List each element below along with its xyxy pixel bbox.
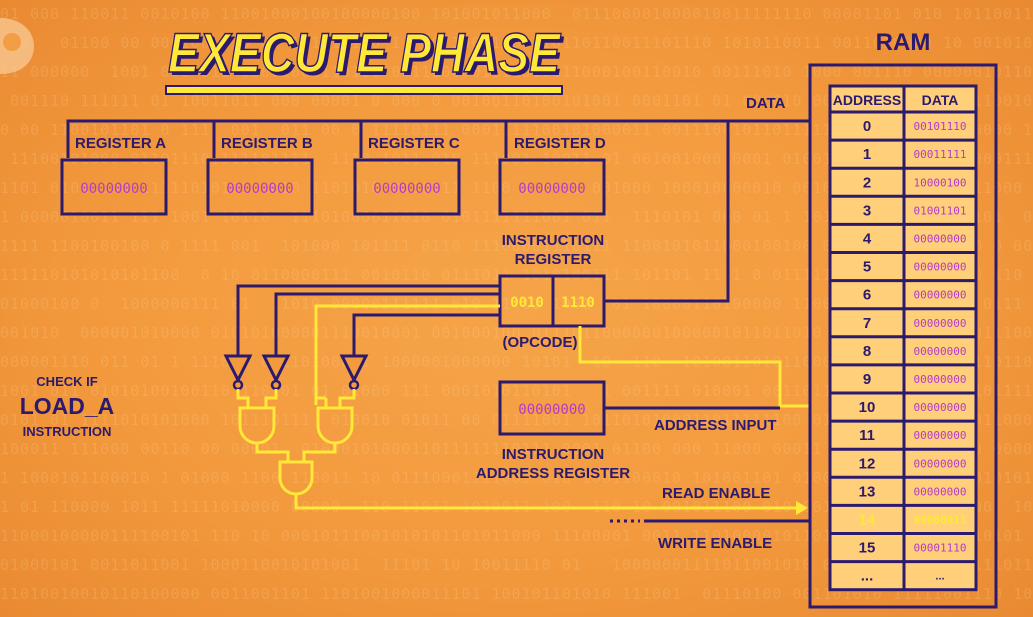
ram-address-7: 7 [863,315,871,332]
register-c-label: REGISTER C [368,135,460,152]
ram-header-data: DATA [922,92,959,108]
ram-address-16: ... [861,568,874,585]
data-bus-label: DATA [746,95,786,112]
register-d-value: 00000000 [518,181,585,197]
not-gate-2 [261,354,291,391]
ram-address-15: 15 [859,540,876,557]
load-a-label: LOAD_A [20,393,115,419]
ram-address-13: 13 [859,483,876,500]
ram-address-4: 4 [863,230,872,247]
register-c-value: 00000000 [373,181,440,197]
title-underline [165,85,563,95]
register-a: REGISTER A 00000000 [60,135,168,216]
address-input-label: ADDRESS INPUT [654,417,777,434]
ram-address-3: 3 [863,202,871,219]
register-d: REGISTER D 00000000 [498,135,606,216]
check-if-label: CHECK IF [36,374,97,389]
opcode-signal-line [314,304,500,405]
ram-table: ADDRESS DATA 0 00101110 1 00011111 2 10000100 3 0… [828,84,978,592]
ram-address-9: 9 [863,371,871,388]
ram-label: RAM [876,29,931,56]
register-a-label: REGISTER A [75,135,166,152]
ram-address-6: 6 [863,287,871,304]
write-enable-label: WRITE ENABLE [658,535,772,552]
and-gate-2 [316,406,354,445]
instruction-register-label-1: INSTRUCTION [502,232,605,249]
ram-address-5: 5 [863,259,871,276]
ram-data-4: 00000000 [914,232,967,245]
read-enable-label: READ ENABLE [662,485,770,502]
data-bus [66,119,810,158]
ram-address-8: 8 [863,343,871,360]
ram-data-13: 00000000 [914,485,967,498]
opcode-value: 0010 [510,295,544,311]
ram-address-0: 0 [863,118,871,135]
iar-label-2: ADDRESS REGISTER [476,465,630,482]
ram-data-15: 00001110 [914,542,967,555]
register-b-label: REGISTER B [221,135,313,152]
ram-data-2: 10000100 [914,176,967,189]
ram-data-1: 00011111 [914,148,967,161]
ram-data-12: 00000000 [914,457,967,470]
ram-data-3: 01001101 [914,204,967,217]
instruction-address-value: 00000000 [518,402,585,418]
ram-data-5: 00000000 [914,261,967,274]
ram-data-7: 00000000 [914,317,967,330]
instruction-register-label-2: REGISTER [515,251,592,268]
not-gate-1 [223,354,253,391]
ram-data-10: 00000000 [914,401,967,414]
ram-data-9: 00000000 [914,373,967,386]
ram-address-14: 14 [859,511,876,528]
page-title: EXECUTE PHASE [168,21,561,84]
opcode-label: (OPCODE) [503,334,578,351]
address-signal-line [578,326,810,408]
instruction-address-register: 00000000 [498,380,606,436]
register-a-value: 00000000 [80,181,147,197]
ram-header-address: ADDRESS [833,92,901,108]
address-value: 1110 [561,295,595,311]
page-title-shadow: EXECUTE PHASE [171,24,564,87]
instruction-label: INSTRUCTION [23,424,112,439]
ram-block [808,63,998,609]
not-gate-3 [339,354,369,391]
ram-address-12: 12 [859,455,876,472]
register-b: REGISTER B 00000000 [206,135,314,216]
logo-icon [0,18,34,74]
iar-label-1: INSTRUCTION [502,446,605,463]
ram-data-8: 00000000 [914,345,967,358]
ram-data-6: 00000000 [914,289,967,302]
instruction-register: 0010 1110 [498,274,606,328]
ram-address-11: 11 [859,427,875,444]
ram-address-1: 1 [863,146,871,163]
ram-data-16: ... [935,571,944,583]
register-c: REGISTER C 00000000 [353,135,461,216]
read-enable-line [294,494,796,510]
and-gate-1 [238,406,276,445]
read-enable-arrow [796,501,808,515]
register-b-value: 00000000 [226,181,293,197]
ram-data-0: 00101110 [914,120,967,133]
ram-address-2: 2 [863,174,871,191]
ram-data-14: 00000011 [914,513,967,526]
ram-data-11: 00000000 [914,429,967,442]
ram-address-10: 10 [859,399,876,416]
and-gate-3 [278,460,314,496]
register-d-label: REGISTER D [514,135,606,152]
